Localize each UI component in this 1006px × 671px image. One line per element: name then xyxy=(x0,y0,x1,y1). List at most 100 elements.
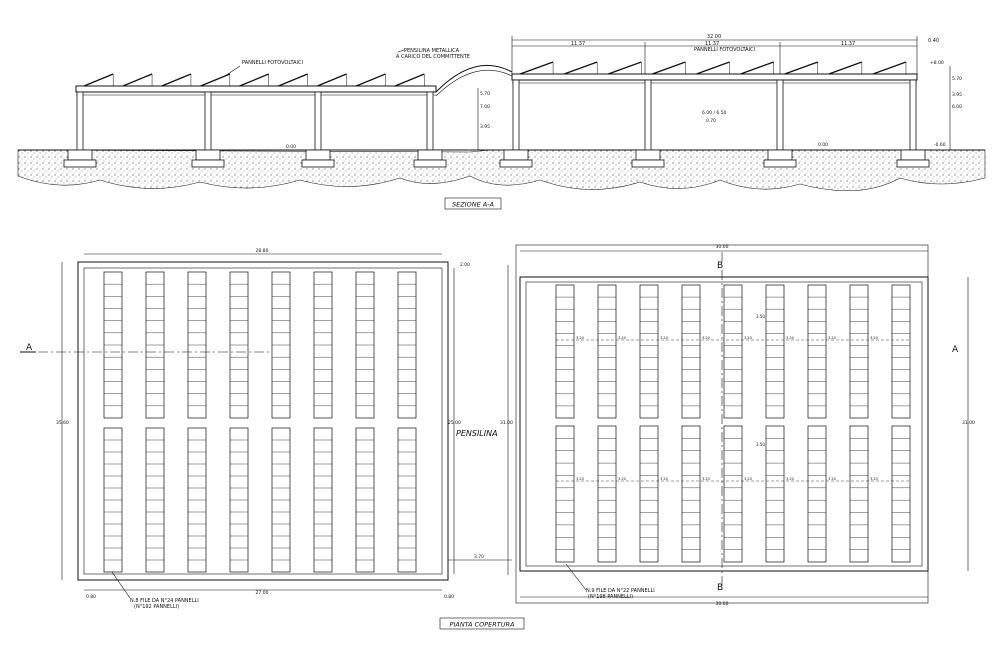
footing xyxy=(417,149,443,161)
panel-tilted xyxy=(122,73,153,87)
spacing-label: 3.20 xyxy=(576,477,584,481)
left-building-section xyxy=(63,73,447,168)
left-corner-dim: 2.00 xyxy=(460,262,470,268)
panel-tilted xyxy=(394,73,425,87)
h-right-1: 5.70 xyxy=(952,76,962,82)
footing xyxy=(767,149,793,161)
right-rows-note-2: (N°198 PANNELLI) xyxy=(588,594,633,600)
panel-tilted xyxy=(239,73,269,87)
spacing-label: 3.20 xyxy=(744,477,752,481)
spacing-label: 3.20 xyxy=(870,477,878,481)
left-bottom-b: 0.80 xyxy=(444,594,454,600)
ground-level-left: 0.00 xyxy=(286,144,296,150)
panel-row xyxy=(891,425,911,563)
left-side-dim-2: 25.00 xyxy=(448,420,461,426)
left-panels-note: PANNELLI FOTOVOLTAICI xyxy=(242,60,303,66)
dim-c: 11.37 xyxy=(841,41,855,47)
panel-row xyxy=(555,284,575,419)
spacing-label: 3.20 xyxy=(870,336,878,340)
h-left-3: 3.95 xyxy=(480,124,490,130)
spacing-v-2: 3.50 xyxy=(756,442,765,447)
panel-row xyxy=(555,425,575,563)
panel-tilted xyxy=(828,61,863,75)
panel-row xyxy=(723,284,743,419)
ground-level-far: -0.60 xyxy=(934,142,946,148)
panel-row xyxy=(849,425,869,563)
section-mark-b-top: B xyxy=(717,261,723,271)
footing-base xyxy=(499,159,533,168)
right-rows-note-1: N.9 FILE DA N°22 PANNELLI xyxy=(586,588,655,594)
column xyxy=(512,79,520,151)
spacing-label: 3.20 xyxy=(576,336,584,340)
section-view: 32.00 11.37 11.37 11.37 0.40 PANNELLI FO… xyxy=(17,34,986,210)
right-side-right: 31.00 xyxy=(962,420,975,426)
ground-soil xyxy=(17,149,986,191)
footing-base xyxy=(631,159,665,168)
left-top-dim: 28.80 xyxy=(256,248,269,254)
footing xyxy=(503,149,529,161)
dim-top-end: 0.40 xyxy=(928,38,939,44)
panel-row xyxy=(597,425,617,563)
left-rows-note-2: (N°192 PANNELLI) xyxy=(134,604,179,610)
panel-row xyxy=(765,425,785,563)
left-bottom-a: 0.80 xyxy=(86,594,96,600)
section-mark-a-right: A xyxy=(952,345,959,355)
footing-base xyxy=(63,159,97,168)
panel-row xyxy=(597,284,617,419)
right-building-section xyxy=(499,61,930,168)
footing-base xyxy=(301,159,335,168)
left-rows-note-1: N.8 FILE DA N°24 PANNELLI xyxy=(130,598,199,604)
canopy-note-1: PENSILINA METALLICA xyxy=(404,48,460,54)
column xyxy=(776,79,784,151)
column xyxy=(426,91,434,151)
h-center-2: 0.70 xyxy=(706,118,716,124)
plan-title: PIANTA COPERTURA xyxy=(450,621,515,629)
footing-base xyxy=(413,159,447,168)
spacing-label: 3.20 xyxy=(660,477,668,481)
panel-tilted xyxy=(608,61,642,75)
column xyxy=(204,91,212,151)
panel-tilted xyxy=(696,61,730,75)
panel-tilted xyxy=(317,73,347,87)
right-panels-note: PANNELLI FOTOVOLTAICI xyxy=(694,47,755,53)
left-side-dim: 35.60 xyxy=(56,420,69,426)
spacing-label: 3.20 xyxy=(618,336,626,340)
section-mark-b-bottom: B xyxy=(717,583,723,593)
h-center-1: 6.00 / 6.50 xyxy=(702,110,727,116)
dim-b: 11.37 xyxy=(705,41,719,47)
panel-row xyxy=(765,284,785,419)
spacing-label: 3.20 xyxy=(828,336,836,340)
footing xyxy=(900,149,926,161)
column xyxy=(644,79,652,151)
pensilina-label: PENSILINA xyxy=(456,429,498,438)
right-bottom-dim: 30.00 xyxy=(716,601,729,607)
canopy-arc xyxy=(435,64,513,93)
panel-row xyxy=(807,284,827,419)
left-bottom-dim: 27.00 xyxy=(256,590,269,596)
h-right-3: 6.00 xyxy=(952,104,962,110)
panel-row xyxy=(681,425,701,563)
spacing-label: 3.20 xyxy=(660,336,668,340)
right-side-left: 31.00 xyxy=(500,420,513,426)
panel-tilted xyxy=(652,61,686,75)
panel-row xyxy=(681,284,701,419)
spacing-label: 3.20 xyxy=(702,477,710,481)
h-left-1: 7.00 xyxy=(480,104,490,110)
h-right-2: 3.95 xyxy=(952,92,962,98)
spacing-v: 3.50 xyxy=(756,314,765,319)
panel-row xyxy=(807,425,827,563)
canopy-note-2: A CARICO DEL COMMITTENTE xyxy=(396,54,470,60)
section-title: SEZIONE A-A xyxy=(452,201,494,209)
panel-tilted xyxy=(872,61,907,75)
footing xyxy=(67,149,93,161)
footing xyxy=(195,149,221,161)
footing xyxy=(305,149,331,161)
panel-row xyxy=(639,284,659,419)
panel-row xyxy=(723,425,743,563)
panel-tilted xyxy=(200,73,231,87)
panel-tilted xyxy=(740,61,774,75)
left-roof-outline xyxy=(77,261,449,581)
h-left-2: 5.70 xyxy=(480,91,490,97)
plan-view: 28.80 35.60 25.00 2.00 27.00 0.80 0.80 A… xyxy=(20,244,975,630)
